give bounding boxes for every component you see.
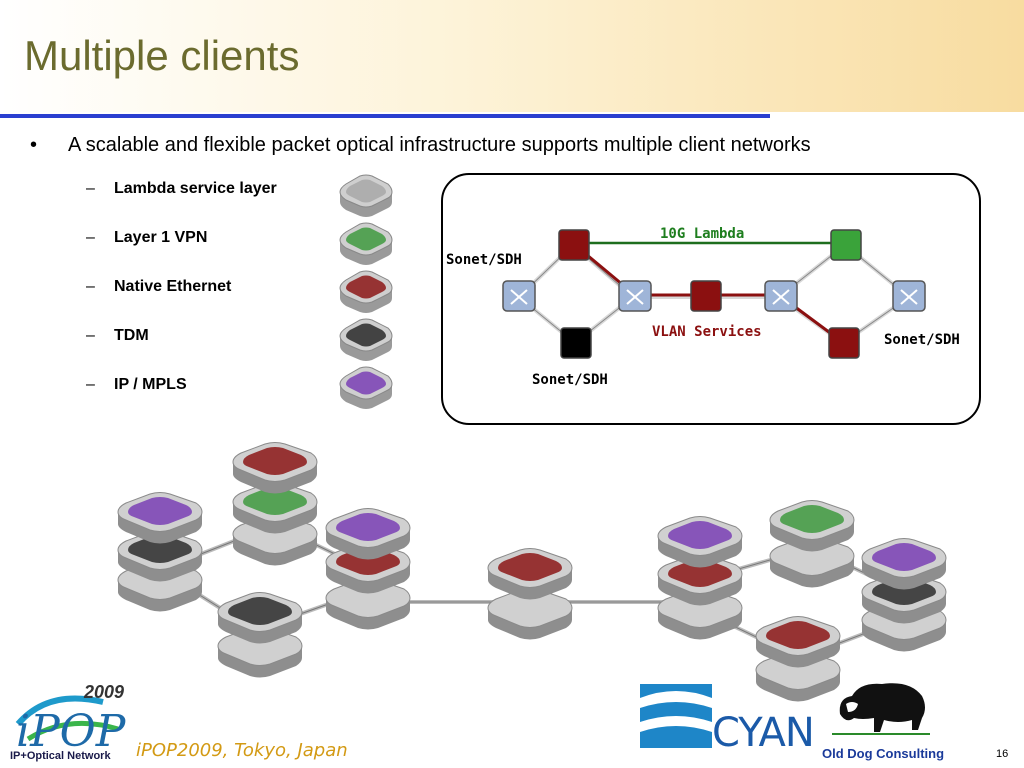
footer-event: iPOP2009, Tokyo, Japan [136, 740, 348, 761]
cyan-logo-text: CYAN [712, 710, 815, 756]
main-bullet: A scalable and flexible packet optical i… [68, 134, 811, 156]
sub-dash: – [86, 278, 95, 295]
ipop-logo: iPOP [15, 695, 127, 754]
legend-tile-l1vpn [339, 222, 393, 265]
ipop-year: 2009 [84, 682, 125, 702]
tdm-node [560, 327, 592, 359]
optical-switch-icon [502, 280, 536, 312]
client-stack [117, 492, 203, 544]
sub-item-ethernet: Native Ethernet [114, 278, 232, 295]
sub-item-l1vpn: Layer 1 VPN [114, 229, 208, 246]
optical-switch-icon [618, 280, 652, 312]
ethernet-node [828, 327, 860, 359]
sonet-label: Sonet/SDH [446, 252, 522, 268]
sub-item-lambda: Lambda service layer [114, 180, 277, 197]
bullet-dot: • [30, 134, 38, 156]
title-rule [0, 114, 770, 118]
ethernet-node [558, 229, 590, 261]
legend-tile-ethernet [339, 270, 393, 313]
legend-tile-lambda [339, 174, 393, 217]
legend-tile-tdm [339, 318, 393, 361]
ipop-subtitle: IP+Optical Network [10, 750, 111, 762]
slide-title: Multiple clients [24, 32, 300, 79]
page-number: 16 [996, 748, 1009, 760]
lambda-label: 10G Lambda [660, 226, 745, 242]
sub-dash: – [86, 327, 95, 344]
legend-tile-ipmpls [339, 366, 393, 409]
ethernet-node [690, 280, 722, 312]
lambda-node [830, 229, 862, 261]
optical-switch-icon [764, 280, 798, 312]
client-stack [117, 530, 203, 582]
vlan-label: VLAN Services [652, 324, 762, 340]
sonet-label: Sonet/SDH [532, 372, 608, 388]
network-diagram [502, 229, 926, 359]
old-dog-consulting-label: Old Dog Consulting [822, 746, 945, 761]
sub-dash: – [86, 180, 95, 197]
sonet-label: Sonet/SDH [884, 332, 960, 348]
cyan-logo-mark [640, 684, 712, 748]
multi-client-stack-illustration [117, 442, 947, 702]
sub-item-ipmpls: IP / MPLS [114, 376, 187, 393]
sub-dash: – [86, 376, 95, 393]
sheepdog-logo-icon [832, 683, 930, 735]
optical-switch-icon [892, 280, 926, 312]
sub-dash: – [86, 229, 95, 246]
title-band [0, 0, 1024, 112]
svg-text:iPOP: iPOP [16, 706, 127, 754]
sub-item-tdm: TDM [114, 327, 149, 344]
